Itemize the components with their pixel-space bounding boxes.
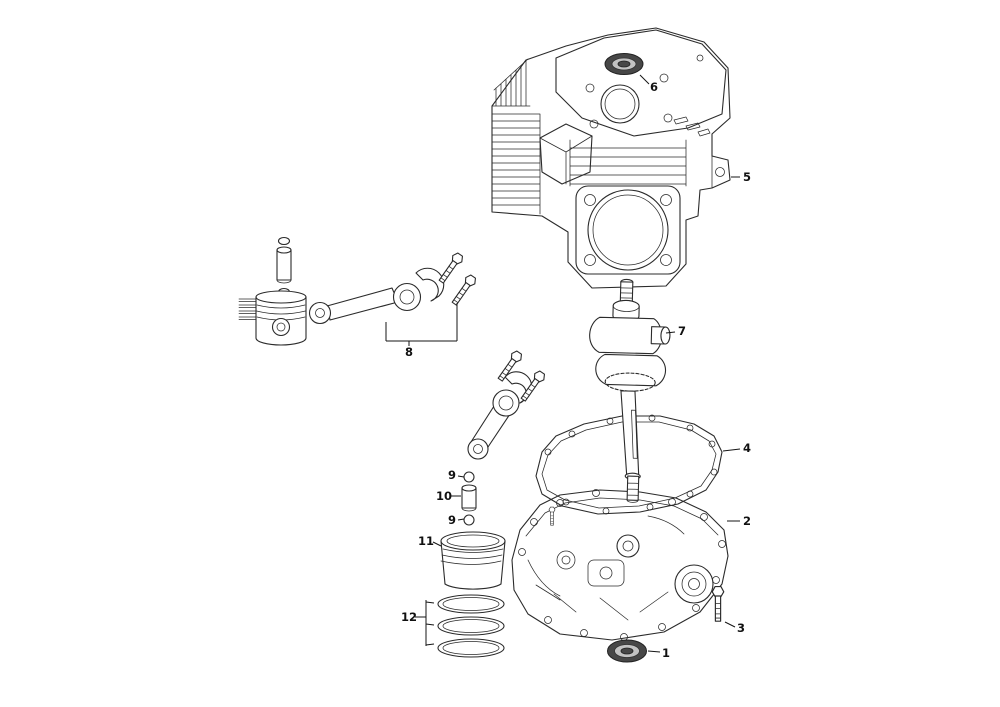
- callout-7: 7: [677, 324, 687, 338]
- callout-12: 12: [400, 610, 418, 624]
- circlip-lower-a: [463, 471, 475, 483]
- callout-2: 2: [742, 514, 752, 528]
- leader-1: [647, 650, 661, 653]
- oil-seal-bottom: [607, 639, 647, 663]
- circlip-lower-b: [463, 514, 475, 526]
- callout-9b: 9: [447, 513, 457, 527]
- callout-8: 8: [404, 345, 414, 359]
- rod-bolt-upper-a: [436, 250, 466, 286]
- leader-9a: [457, 475, 465, 478]
- leader-8: [385, 303, 458, 346]
- rod-bolt-upper-b: [449, 272, 479, 308]
- callout-4: 4: [742, 441, 752, 455]
- leader-6: [639, 74, 650, 85]
- sump-gasket: [535, 414, 723, 515]
- sump-crankcase: [511, 489, 729, 641]
- cylinder-block-assembly: [491, 27, 731, 289]
- leader-3: [724, 621, 736, 628]
- leader-7: [665, 331, 676, 334]
- callout-11: 11: [417, 534, 435, 548]
- piston-rod-group-upper: [238, 236, 479, 346]
- leader-11: [432, 541, 442, 547]
- callout-9a: 9: [447, 468, 457, 482]
- callout-3: 3: [736, 621, 746, 635]
- connecting-rod-upper: [308, 282, 422, 325]
- oil-seal-top: [604, 53, 644, 75]
- callout-6: 6: [649, 80, 659, 94]
- rod-cap-upper: [415, 267, 445, 302]
- piston-rings-lower: [437, 594, 505, 658]
- piston-rings-upper: [238, 298, 257, 320]
- circlip-upper-a: [277, 236, 291, 246]
- leader-9b: [457, 518, 465, 521]
- piston-upper: [255, 290, 307, 346]
- leader-4: [722, 448, 741, 452]
- leader-12: [415, 600, 435, 646]
- piston-lower: [440, 531, 506, 590]
- oil-seal-bottom-inner: [620, 647, 634, 655]
- callout-5: 5: [742, 170, 752, 184]
- piston-pin-lower: [461, 484, 477, 512]
- oil-seal-top-inner: [617, 60, 631, 68]
- sump-bolt: [711, 585, 725, 622]
- callout-1: 1: [661, 646, 671, 660]
- callout-leader-lines: [385, 74, 741, 653]
- crankshaft: [589, 278, 671, 503]
- piston-pin-upper: [276, 246, 292, 284]
- callout-10: 10: [435, 489, 453, 503]
- connecting-rod-lower-group: [467, 348, 548, 460]
